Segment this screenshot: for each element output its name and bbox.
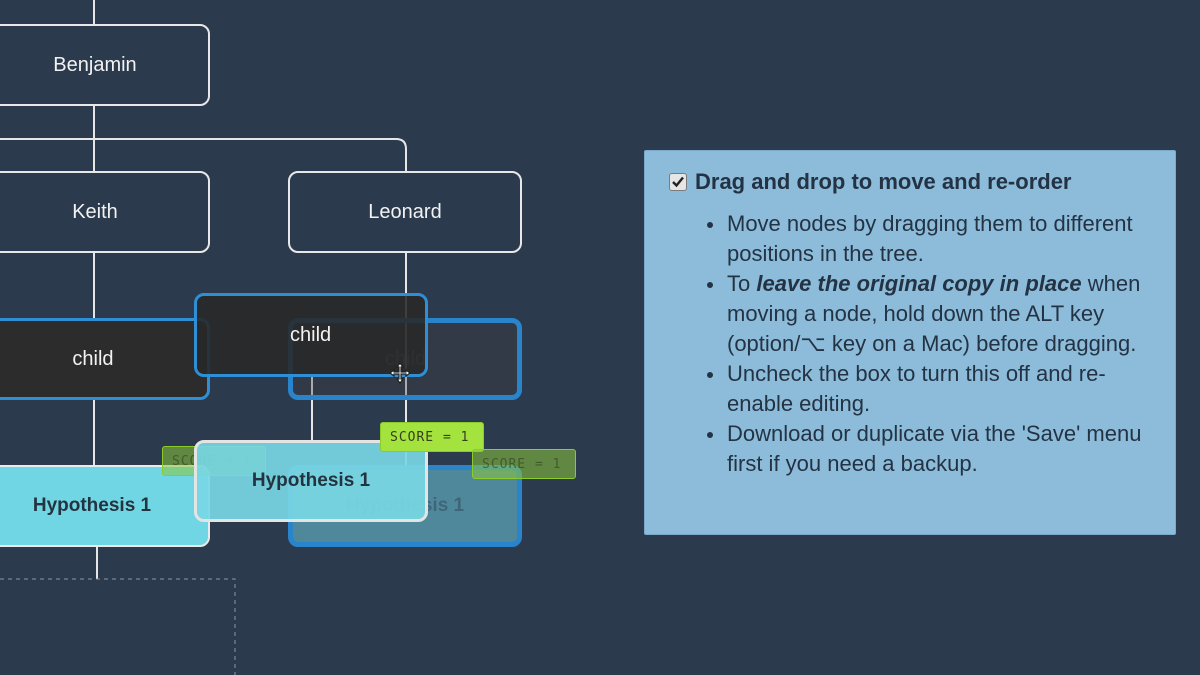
node-child-left[interactable]: child: [0, 318, 210, 400]
node-label: Benjamin: [53, 53, 137, 76]
node-label: Keith: [72, 200, 118, 223]
node-hypothesis-dragging[interactable]: Hypothesis 1: [194, 440, 428, 522]
score-badge-dragging: SCORE = 1: [380, 422, 484, 452]
drag-drop-info-panel: Drag and drop to move and re-order Move …: [644, 150, 1176, 535]
info-bullet-backup: Download or duplicate via the 'Save' men…: [707, 419, 1151, 479]
info-bullet-uncheck: Uncheck the box to turn this off and re-…: [707, 359, 1151, 419]
node-leonard[interactable]: Leonard: [288, 171, 522, 253]
node-label: Hypothesis 1: [32, 495, 152, 516]
node-label: Hypothesis 1: [251, 470, 371, 491]
drop-placeholder: [0, 578, 236, 675]
node-child-dragging[interactable]: child: [194, 293, 428, 377]
node-label: child: [290, 324, 332, 346]
info-bullet-move: Move nodes by dragging them to different…: [707, 209, 1151, 269]
node-hypothesis-left[interactable]: Hypothesis 1: [0, 465, 210, 547]
node-benjamin[interactable]: Benjamin: [0, 24, 210, 106]
node-label: Leonard: [368, 200, 442, 223]
drag-drop-checkbox[interactable]: [669, 173, 687, 191]
node-label: child: [72, 347, 114, 370]
node-keith[interactable]: Keith: [0, 171, 210, 253]
info-bullet-alt: To leave the original copy in place when…: [707, 269, 1151, 359]
info-heading-row: Drag and drop to move and re-order: [669, 169, 1151, 195]
connector-branch: [0, 138, 407, 172]
score-badge-ghost: SCORE = 1: [472, 449, 576, 479]
info-list: Move nodes by dragging them to different…: [669, 209, 1151, 479]
checkmark-icon: [672, 176, 684, 188]
move-cursor-icon: [389, 362, 411, 384]
info-heading: Drag and drop to move and re-order: [695, 169, 1072, 194]
